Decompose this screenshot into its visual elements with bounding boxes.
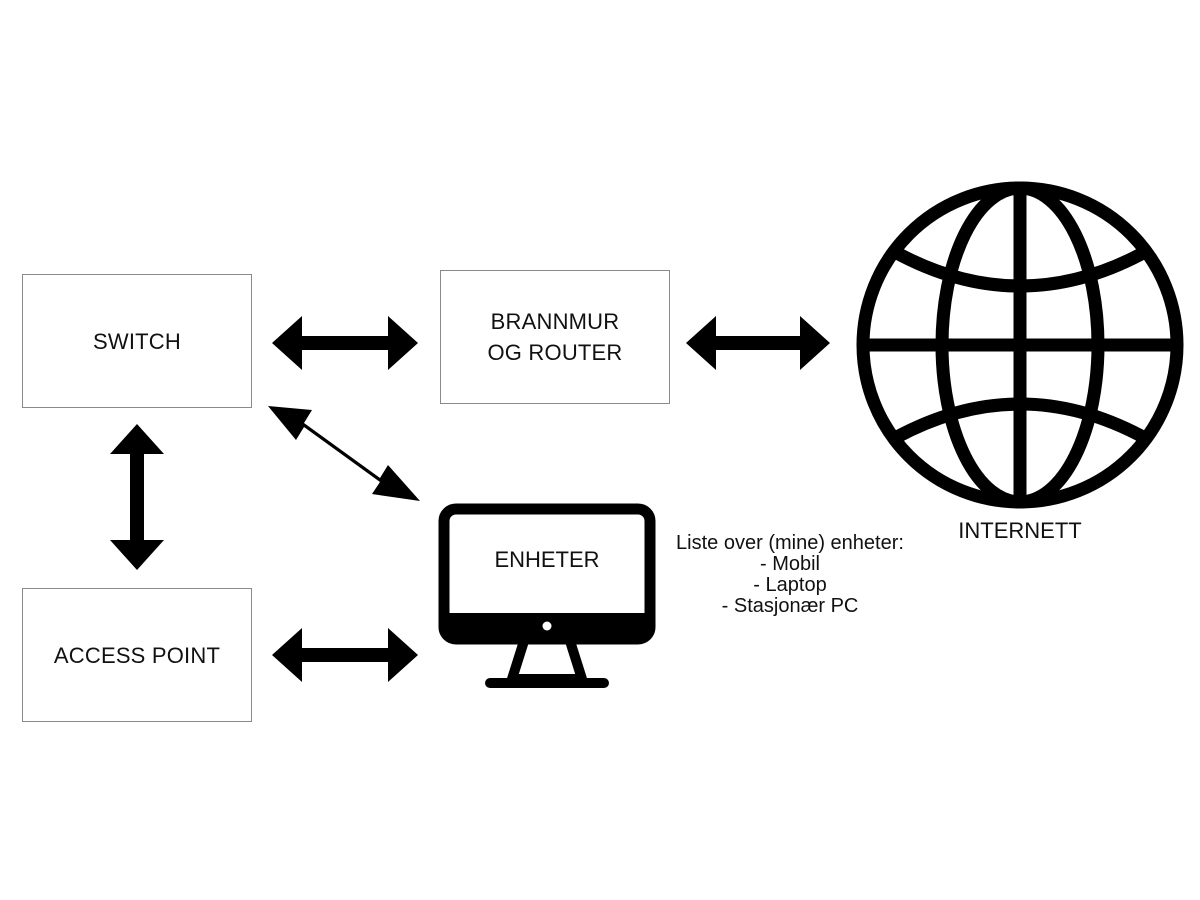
firewall-router-label-line1: BRANNMUR	[490, 309, 620, 334]
firewall-router-label: BRANNMUR OG ROUTER	[487, 306, 622, 368]
internet-label: INTERNETT	[958, 518, 1082, 543]
monitor-icon	[438, 503, 656, 688]
switch-node: SWITCH	[22, 274, 252, 408]
access-point-devices-arrow	[272, 628, 418, 682]
device-list-item: - Stasjonær PC	[721, 595, 859, 617]
device-list-item: - Laptop	[753, 574, 827, 596]
globe-icon	[856, 181, 1184, 509]
access-point-node: ACCESS POINT	[22, 588, 252, 722]
access-point-label: ACCESS POINT	[53, 642, 221, 668]
devices-label: ENHETER	[494, 547, 600, 572]
switch-access-point-arrow	[110, 424, 164, 570]
switch-devices-arrow	[268, 406, 420, 501]
device-list-title: Liste over (mine) enheter:	[676, 532, 904, 554]
device-list: Liste over (mine) enheter: - Mobil - Lap…	[670, 533, 910, 617]
device-list-item: - Mobil	[759, 553, 820, 575]
firewall-router-node: BRANNMUR OG ROUTER	[440, 270, 670, 404]
switch-router-arrow	[272, 316, 418, 370]
router-internet-arrow	[686, 316, 830, 370]
firewall-router-label-line2: OG ROUTER	[487, 340, 623, 365]
switch-label: SWITCH	[93, 328, 181, 354]
